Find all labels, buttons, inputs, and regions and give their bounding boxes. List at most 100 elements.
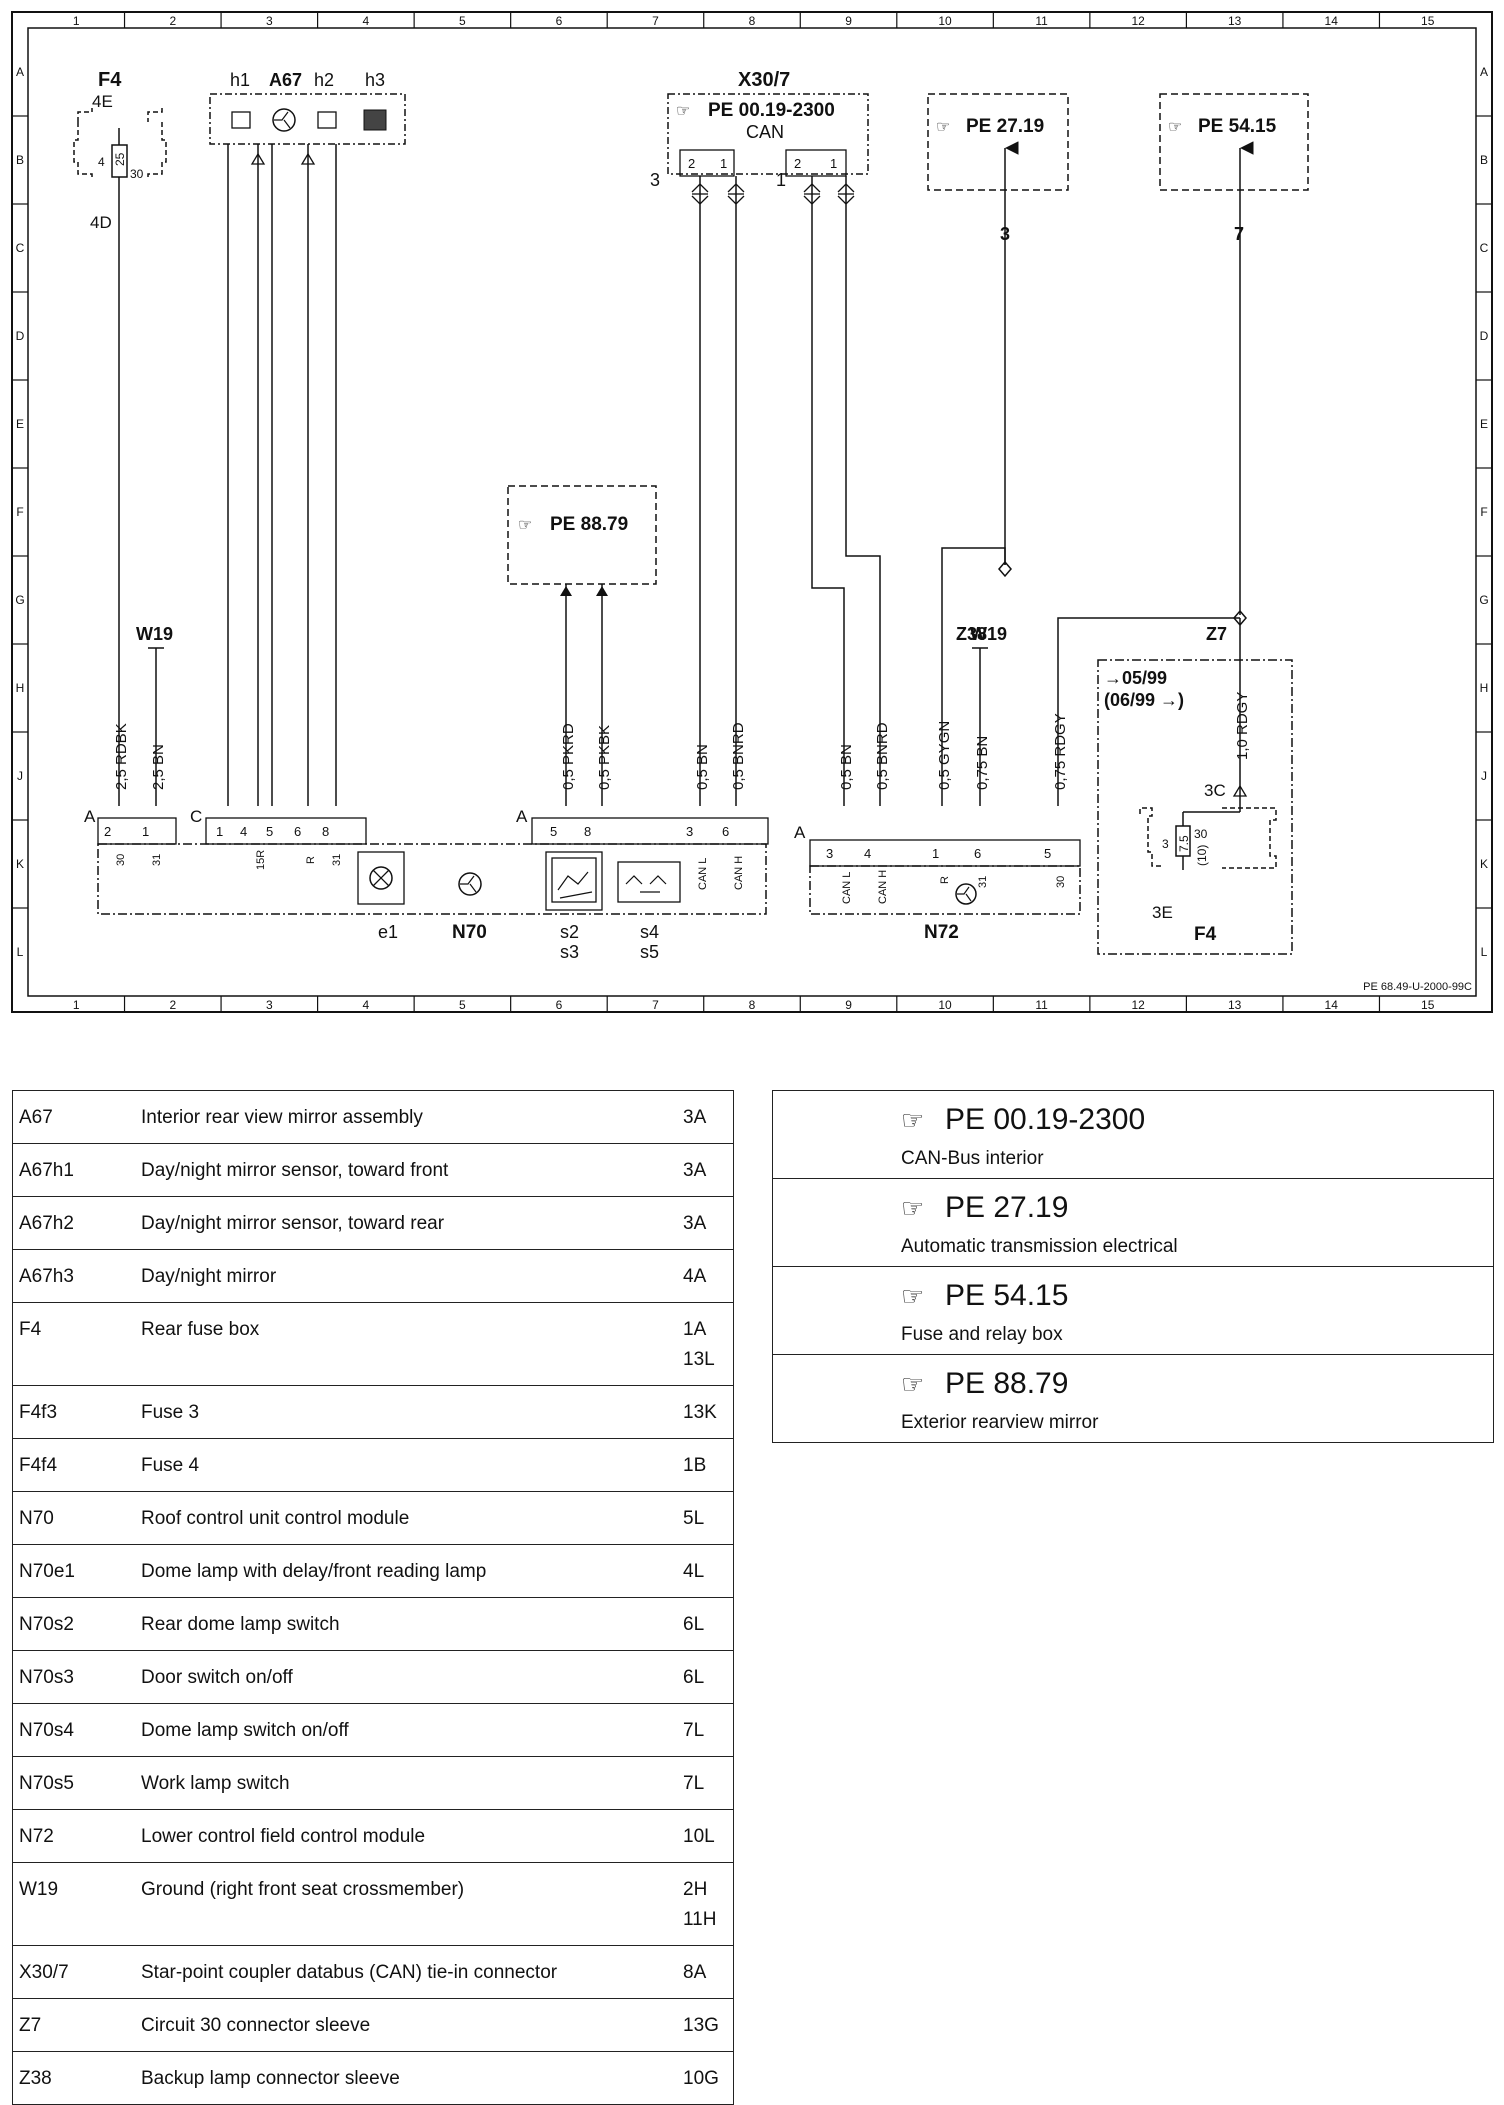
n70-label: N70: [452, 922, 487, 943]
col-number-bottom: 13: [1228, 998, 1242, 1012]
legend-loc: 13G: [677, 1998, 734, 2052]
legend-code: N70s2: [12, 1597, 135, 1651]
reference-description: Automatic transmission electrical: [901, 1236, 1178, 1257]
col-number-bottom: 6: [556, 998, 563, 1012]
col-number-top: 15: [1421, 14, 1435, 28]
n70-s2-label: s2: [560, 922, 579, 942]
col-number-bottom: 7: [652, 998, 659, 1012]
f4-bottom-label: F4: [1194, 924, 1217, 945]
legend-loc: 8A: [677, 1945, 734, 1999]
row-letter-right: H: [1480, 681, 1489, 695]
hand-icon-2719: ☞: [936, 119, 950, 136]
n70-c-term-r: R: [305, 856, 317, 864]
legend-code: F4f3: [12, 1385, 135, 1439]
legend-desc: Dome lamp with delay/front reading lamp: [135, 1544, 677, 1598]
reference-description: CAN-Bus interior: [901, 1148, 1044, 1169]
legend-desc: Day/night mirror sensor, toward front: [135, 1143, 677, 1197]
a67-h3-label: h3: [365, 70, 385, 90]
col-number-bottom: 12: [1131, 998, 1145, 1012]
wire-arrows: [250, 152, 608, 596]
n72-a-pin-5: 5: [1044, 846, 1051, 861]
n70-a2-pin-6: 6: [722, 824, 729, 839]
legend-loc: 13K: [677, 1385, 734, 1439]
legend-code: F4: [12, 1302, 135, 1386]
f4-bottom-pin-30: 30: [1194, 827, 1208, 841]
wire-label-6: 0,5 BNRD: [730, 722, 747, 790]
legend-loc: 3A: [677, 1090, 734, 1144]
row-letter-right: B: [1480, 153, 1488, 167]
n70-module: A 2 1 30 31 C 1 4 5 6 8 15R R 31 A 5 8 3…: [84, 807, 769, 962]
splice-points: [998, 560, 1247, 627]
n70-conn-a2-letter: A: [516, 807, 528, 826]
col-number-top: 7: [652, 14, 659, 28]
pe-54-15-wire: 7: [1234, 224, 1244, 244]
w19-right-label: W19: [970, 624, 1007, 644]
row-letter-left: L: [17, 945, 24, 959]
reference-code: PE 27.19: [945, 1191, 1069, 1224]
f4-bottom-date2: (06/99 →): [1104, 690, 1184, 710]
col-number-top: 6: [556, 14, 563, 28]
col-number-top: 9: [845, 14, 852, 28]
wire-label-11: 0,75 RDGY: [1052, 713, 1069, 790]
row-letter-right: J: [1481, 769, 1487, 783]
n70-c-pin-8: 8: [322, 824, 329, 839]
n70-c-pin-6: 6: [294, 824, 301, 839]
wire-label-12: 1,0 RDGY: [1234, 692, 1251, 760]
col-number-bottom: 2: [169, 998, 176, 1012]
n72-term-canl: CAN L: [841, 872, 853, 904]
f4-bottom-pin-10: (10): [1195, 845, 1209, 866]
col-number-top: 13: [1228, 14, 1242, 28]
row-letter-left: D: [16, 329, 25, 343]
n70-s3-label: s3: [560, 942, 579, 962]
legend-desc: Ground (right front seat crossmember): [135, 1862, 677, 1946]
col-number-top: 12: [1131, 14, 1145, 28]
row-letter-left: E: [16, 417, 24, 431]
col-number-bottom: 15: [1421, 998, 1435, 1012]
wire-label-7: 0,5 BN: [838, 744, 855, 790]
x30-pin-r2: 2: [794, 156, 801, 171]
row-letter-right: A: [1480, 65, 1488, 79]
col-number-top: 1: [73, 14, 80, 28]
legend-desc: Interior rear view mirror assembly: [135, 1090, 677, 1144]
legend-desc: Circuit 30 connector sleeve: [135, 1998, 677, 2052]
a67-h1-label: h1: [230, 70, 250, 90]
n70-a-pin-2: 2: [104, 824, 111, 839]
n70-e1-label: e1: [378, 922, 398, 942]
x30-7-side-left: 3: [650, 170, 660, 190]
n70-s4-label: s4: [640, 922, 659, 942]
f4-bottom-pin-bottom: 3E: [1152, 903, 1173, 922]
n70-a-term-31: 31: [151, 854, 163, 866]
reference-title: ☞PE 88.79: [901, 1367, 1493, 1401]
legend-loc: 1A 13L: [677, 1302, 734, 1386]
reference-code: PE 54.15: [945, 1279, 1069, 1312]
col-number-top: 10: [938, 14, 952, 28]
n72-module: A 3 4 1 6 5 CAN L CAN H R 31 30 N72: [794, 823, 1081, 943]
legend-loc: 4A: [677, 1249, 734, 1303]
sensor-h2-icon: [317, 111, 337, 129]
x30-pin-l1: 1: [720, 156, 727, 171]
legend-desc: Star-point coupler databus (CAN) tie-in …: [135, 1945, 677, 1999]
col-number-top: 11: [1035, 14, 1048, 28]
legend-desc: Lower control field control module: [135, 1809, 677, 1863]
legend-loc: 5L: [677, 1491, 734, 1545]
pe-27-19-wire: 3: [1000, 224, 1010, 244]
legend-code: X30/7: [12, 1945, 135, 1999]
legend-code: Z7: [12, 1998, 135, 2052]
n72-a-pin-3: 3: [826, 846, 833, 861]
n70-conn-a-letter: A: [84, 807, 96, 826]
x30-pin-l2: 2: [688, 156, 695, 171]
f4-top-fuse-value: 25: [113, 152, 127, 166]
legend-loc: 6L: [677, 1597, 734, 1651]
